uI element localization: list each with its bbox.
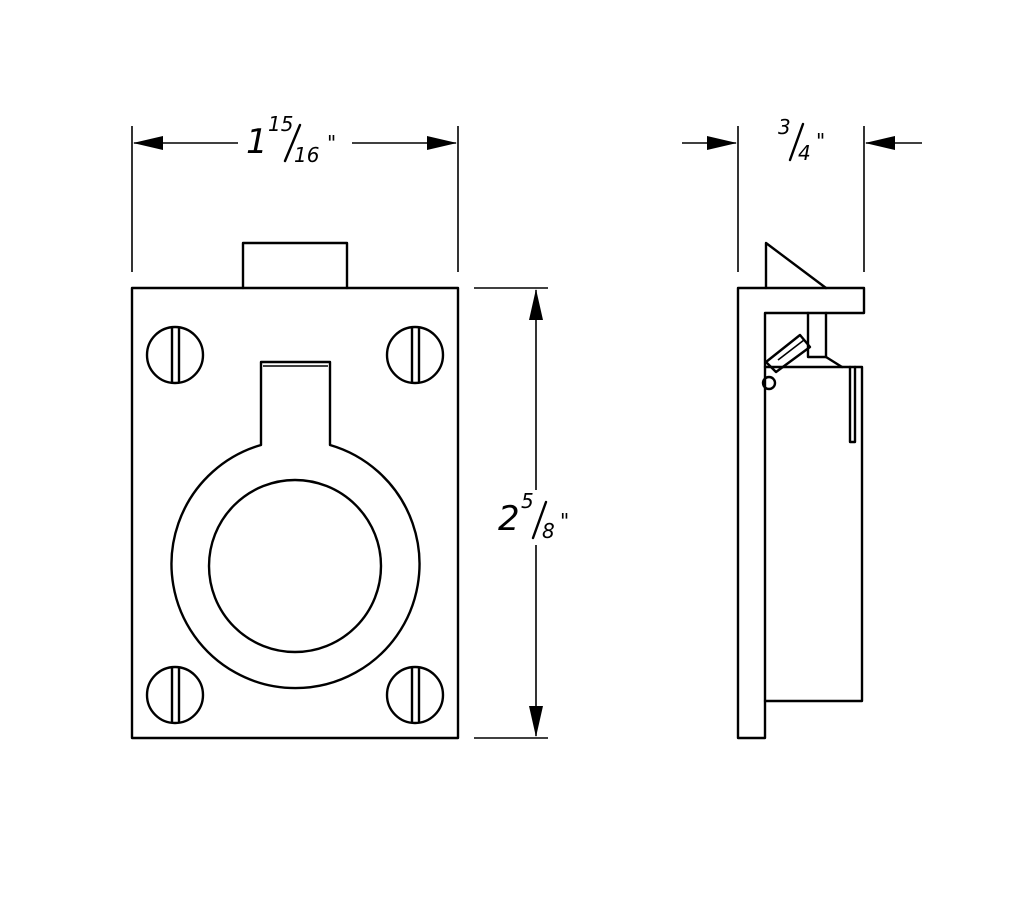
side-step-bevel	[824, 355, 844, 369]
depth-arrow-right	[865, 136, 895, 150]
width-unit: "	[327, 131, 336, 155]
width-fraction-bar	[283, 123, 302, 163]
depth-numerator: 3	[778, 115, 791, 139]
height-fraction-bar	[531, 500, 548, 540]
width-arrow-left	[133, 136, 163, 150]
front-top-tab	[241, 241, 349, 290]
side-ring-wedge	[764, 241, 828, 290]
depth-denominator: 4	[798, 141, 811, 165]
depth-dimension: 3 4 "	[682, 115, 922, 272]
height-numerator: 5	[521, 489, 534, 513]
depth-arrow-left	[707, 136, 737, 150]
depth-fraction-bar	[788, 122, 805, 162]
screw-top-left	[145, 325, 205, 385]
height-arrow-bottom	[529, 706, 543, 737]
side-view	[736, 241, 866, 740]
width-arrow-right	[427, 136, 457, 150]
height-unit: "	[560, 509, 569, 533]
screw-bottom-left	[145, 665, 205, 725]
front-plate	[130, 286, 460, 740]
side-body	[763, 365, 864, 703]
width-dimension: 1 15 16 "	[131, 112, 459, 272]
width-denominator: 16	[294, 143, 319, 167]
height-denominator: 8	[542, 519, 555, 543]
width-numerator: 15	[268, 112, 293, 136]
ring-bail-outline	[170, 360, 421, 690]
side-flange	[736, 286, 866, 740]
side-latch-strip	[848, 365, 857, 444]
height-dimension: 2 5 8 "	[474, 287, 569, 739]
ring-inner-circle	[207, 478, 383, 654]
side-ring-arm-inner	[777, 339, 805, 361]
side-step-left	[806, 311, 828, 359]
front-view	[130, 241, 460, 740]
height-whole: 2	[498, 499, 520, 539]
side-ring-arm	[764, 333, 812, 374]
screw-bottom-right	[385, 665, 445, 725]
width-whole: 1	[246, 122, 268, 162]
depth-unit: "	[816, 129, 825, 153]
side-hinge-pin	[761, 375, 777, 391]
height-arrow-top	[529, 289, 543, 320]
screw-top-right	[385, 325, 445, 385]
